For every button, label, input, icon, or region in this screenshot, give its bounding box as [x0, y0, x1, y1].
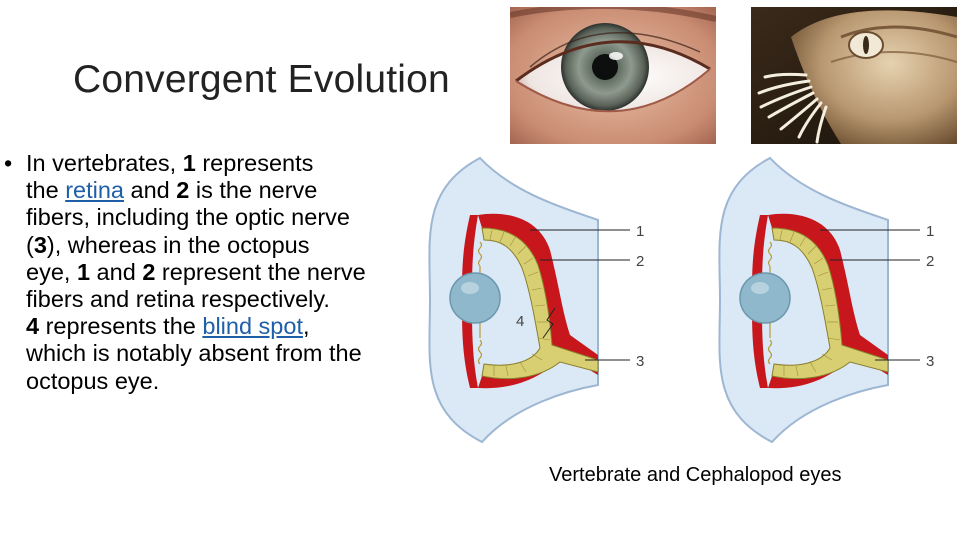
vertebrate-eye-retina-outer	[478, 213, 598, 389]
body-line-7: 4 represents the blind spot,	[26, 313, 310, 340]
eye-comparison-diagram: 1 2 3 4 1 2 3	[428, 156, 934, 444]
body-line-9: octopus eye.	[26, 367, 160, 394]
body-line-4: (3), whereas in the octopus	[26, 231, 310, 258]
body-line-1: In vertebrates, 1 represents	[26, 150, 314, 176]
blind-spot-link[interactable]: blind spot	[202, 313, 303, 340]
cephalopod-eye-retina	[771, 227, 889, 380]
vertebrate-eye-retina	[481, 227, 599, 380]
body-line-8: which is notably absent from the	[26, 340, 362, 367]
body-line-6: fibers and retina respectively.	[26, 286, 330, 313]
vertebrate-label-3: 3	[636, 353, 644, 370]
bullet: •	[4, 150, 13, 176]
vertebrate-eye-lens	[449, 272, 501, 324]
cephalopod-eye-retina-outer	[768, 213, 888, 389]
cephalopod-label-1: 1	[926, 223, 934, 240]
nautilus-eye-photo	[751, 7, 957, 144]
vertebrate-label-4: 4	[516, 313, 524, 330]
figure-caption: Vertebrate and Cephalopod eyes	[549, 464, 842, 486]
body-text: • In vertebrates, 1 represents the retin…	[4, 150, 404, 395]
cephalopod-eye-lens	[739, 272, 791, 324]
body-line-2: the retina and 2 is the nerve	[26, 177, 318, 204]
retina-link[interactable]: retina	[65, 177, 124, 204]
vertebrate-label-2: 2	[636, 253, 644, 270]
body-line-3: fibers, including the optic nerve	[26, 204, 350, 231]
vertebrate-eye-diagram: 1 2 3 4	[428, 156, 644, 444]
slide-title: Convergent Evolution	[73, 58, 450, 101]
human-eye-photo	[510, 7, 716, 144]
vertebrate-label-1: 1	[636, 223, 644, 240]
cephalopod-eye-diagram: 1 2 3	[718, 156, 934, 444]
cephalopod-label-3: 3	[926, 353, 934, 370]
cephalopod-label-2: 2	[926, 253, 934, 270]
body-line-5: eye, 1 and 2 represent the nerve	[26, 258, 366, 285]
